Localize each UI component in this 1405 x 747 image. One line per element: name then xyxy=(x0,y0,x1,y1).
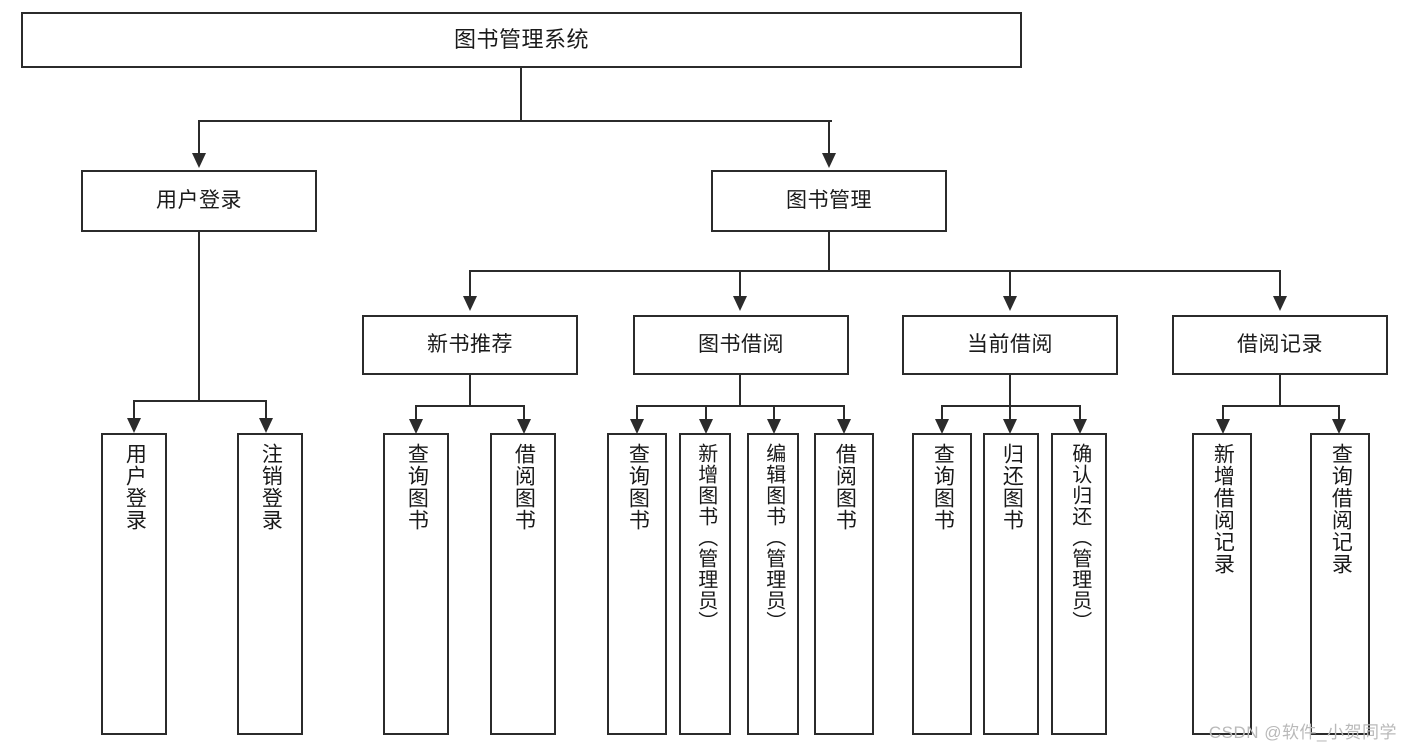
connector-new-book-bus xyxy=(415,405,525,407)
node-root-library-system[interactable]: 图书管理系统 xyxy=(21,12,1022,68)
leaf-borrow-record-add-record[interactable]: 新增借阅记录 xyxy=(1192,433,1252,735)
arrowhead-root-to-book-mgmt xyxy=(822,153,836,168)
arrowhead-to-book-borrow xyxy=(733,296,747,311)
node-book-management[interactable]: 图书管理 xyxy=(711,170,947,232)
node-label: 图书借阅 xyxy=(698,332,784,356)
node-label: 借阅记录 xyxy=(1237,332,1323,356)
arrowhead-new-book-leaf-2 xyxy=(517,419,531,434)
node-current-borrow[interactable]: 当前借阅 xyxy=(902,315,1118,375)
connector-user-login-drop-1 xyxy=(133,400,135,420)
connector-root-stem xyxy=(520,68,522,120)
arrowhead-user-login-leaf-2 xyxy=(259,418,273,433)
leaf-current-borrow-query-books[interactable]: 查询图书 xyxy=(912,433,972,735)
arrowhead-current-borrow-leaf-1 xyxy=(935,419,949,434)
connector-book-borrow-bus xyxy=(636,405,845,407)
arrowhead-borrow-record-leaf-1 xyxy=(1216,419,1230,434)
connector-book-borrow-drop-2 xyxy=(705,405,707,421)
node-label: 注销登录 xyxy=(259,443,283,531)
node-label: 新增图书（管理员） xyxy=(694,443,717,632)
leaf-new-book-borrow-books[interactable]: 借阅图书 xyxy=(490,433,556,735)
connector-borrow-record-bus xyxy=(1222,405,1338,407)
connector-root-to-book-mgmt xyxy=(828,120,830,155)
connector-book-borrow-drop-3 xyxy=(773,405,775,421)
connector-root-bus xyxy=(198,120,832,122)
connector-book-borrow-stem xyxy=(739,375,741,405)
leaf-current-borrow-confirm-return-admin[interactable]: 确认归还（管理员） xyxy=(1051,433,1107,735)
connector-book-mgmt-drop-3 xyxy=(1009,270,1011,298)
connector-current-borrow-drop-2 xyxy=(1009,405,1011,421)
node-label: 新增借阅记录 xyxy=(1211,443,1235,575)
node-label: 编辑图书（管理员） xyxy=(762,443,785,632)
arrowhead-root-to-user-login xyxy=(192,153,206,168)
node-label: 当前借阅 xyxy=(967,332,1053,356)
node-label: 查询借阅记录 xyxy=(1329,443,1353,575)
connector-borrow-record-drop-2 xyxy=(1338,405,1340,421)
arrowhead-current-borrow-leaf-3 xyxy=(1073,419,1087,434)
leaf-user-login-signout[interactable]: 注销登录 xyxy=(237,433,303,735)
node-label: 确认归还（管理员） xyxy=(1068,443,1091,632)
arrowhead-to-new-book-rec xyxy=(463,296,477,311)
node-label: 查询图书 xyxy=(931,443,955,531)
arrowhead-book-borrow-leaf-2 xyxy=(699,419,713,434)
connector-book-mgmt-drop-4 xyxy=(1279,270,1281,298)
arrowhead-to-borrow-record xyxy=(1273,296,1287,311)
node-book-borrow[interactable]: 图书借阅 xyxy=(633,315,849,375)
leaf-book-borrow-add-book-admin[interactable]: 新增图书（管理员） xyxy=(679,433,731,735)
connector-new-book-stem xyxy=(469,375,471,405)
leaf-borrow-record-query-record[interactable]: 查询借阅记录 xyxy=(1310,433,1370,735)
node-borrow-record[interactable]: 借阅记录 xyxy=(1172,315,1388,375)
node-label: 借阅图书 xyxy=(833,443,857,531)
arrowhead-user-login-leaf-1 xyxy=(127,418,141,433)
watermark-csdn: CSDN @软件_小贺同学 xyxy=(1208,723,1397,742)
connector-current-borrow-drop-3 xyxy=(1079,405,1081,421)
connector-current-borrow-bus xyxy=(941,405,1081,407)
connector-user-login-stem xyxy=(198,232,200,400)
arrowhead-new-book-leaf-1 xyxy=(409,419,423,434)
connector-new-book-drop-1 xyxy=(415,405,417,421)
leaf-current-borrow-return-books[interactable]: 归还图书 xyxy=(983,433,1039,735)
connector-book-borrow-drop-1 xyxy=(636,405,638,421)
node-label: 用户登录 xyxy=(123,443,147,531)
connector-current-borrow-drop-1 xyxy=(941,405,943,421)
connector-borrow-record-stem xyxy=(1279,375,1281,405)
arrowhead-book-borrow-leaf-4 xyxy=(837,419,851,434)
node-label: 借阅图书 xyxy=(512,443,536,531)
leaf-book-borrow-borrow-books[interactable]: 借阅图书 xyxy=(814,433,874,735)
connector-book-mgmt-drop-1 xyxy=(469,270,471,298)
leaf-new-book-query-books[interactable]: 查询图书 xyxy=(383,433,449,735)
node-label: 查询图书 xyxy=(405,443,429,531)
arrowhead-to-current-borrow xyxy=(1003,296,1017,311)
arrowhead-borrow-record-leaf-2 xyxy=(1332,419,1346,434)
node-label: 图书管理 xyxy=(786,188,872,212)
connector-book-mgmt-stem xyxy=(828,232,830,270)
node-label: 归还图书 xyxy=(1000,443,1024,531)
arrowhead-book-borrow-leaf-3 xyxy=(767,419,781,434)
node-label: 图书管理系统 xyxy=(453,27,589,53)
connector-root-to-user-login xyxy=(198,120,200,155)
connector-book-mgmt-bus xyxy=(469,270,1281,272)
leaf-book-borrow-edit-book-admin[interactable]: 编辑图书（管理员） xyxy=(747,433,799,735)
leaf-book-borrow-query-books[interactable]: 查询图书 xyxy=(607,433,667,735)
connector-new-book-drop-2 xyxy=(523,405,525,421)
node-label: 新书推荐 xyxy=(427,332,513,356)
connector-borrow-record-drop-1 xyxy=(1222,405,1224,421)
connector-user-login-bus xyxy=(133,400,267,402)
arrowhead-current-borrow-leaf-2 xyxy=(1003,419,1017,434)
node-label: 查询图书 xyxy=(626,443,650,531)
node-user-login[interactable]: 用户登录 xyxy=(81,170,317,232)
connector-book-mgmt-drop-2 xyxy=(739,270,741,298)
connector-user-login-drop-2 xyxy=(265,400,267,420)
arrowhead-book-borrow-leaf-1 xyxy=(630,419,644,434)
connector-current-borrow-stem xyxy=(1009,375,1011,405)
node-new-book-recommend[interactable]: 新书推荐 xyxy=(362,315,578,375)
leaf-user-login-signin[interactable]: 用户登录 xyxy=(101,433,167,735)
node-label: 用户登录 xyxy=(156,188,242,212)
connector-book-borrow-drop-4 xyxy=(843,405,845,421)
